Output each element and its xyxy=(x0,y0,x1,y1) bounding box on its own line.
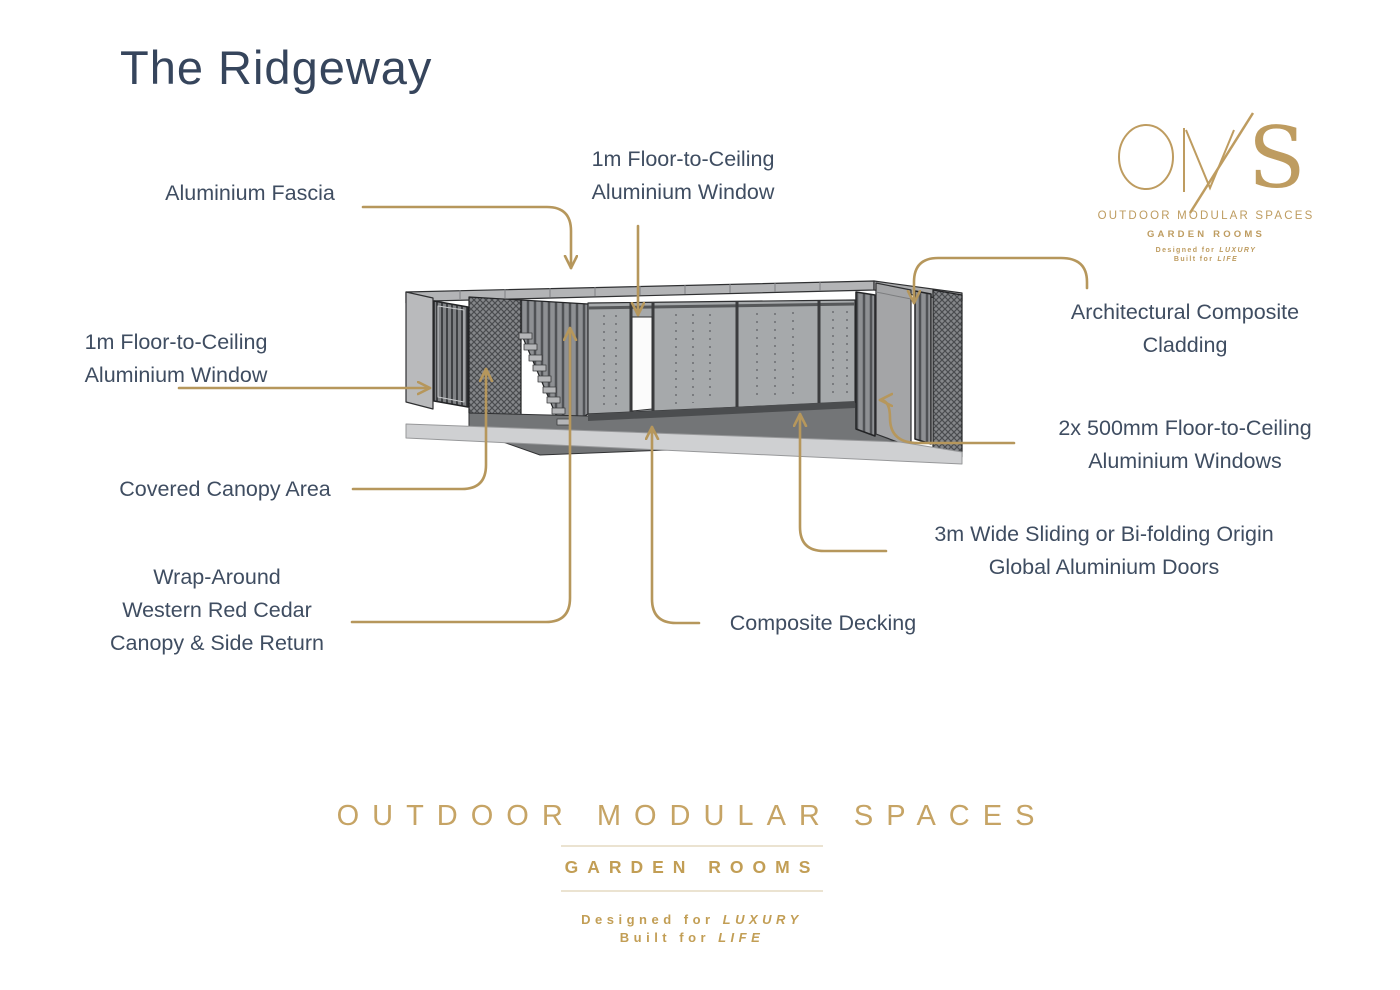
label-line: 3m Wide Sliding or Bi-folding Origin xyxy=(934,522,1274,546)
label-line: Western Red Cedar xyxy=(122,598,312,622)
door-mullions xyxy=(629,301,821,412)
canopy-wall xyxy=(468,296,522,420)
door-sill xyxy=(588,401,855,421)
label-window-top: 1m Floor-to-Ceiling Aluminium Window xyxy=(553,143,813,209)
logo-letter-o xyxy=(1118,124,1174,190)
logo-letter-s: S xyxy=(1248,109,1306,207)
label-aluminium-fascia: Aluminium Fascia xyxy=(120,177,380,210)
label-line: Aluminium Fascia xyxy=(165,181,335,205)
oms-monogram-logo: S xyxy=(1118,109,1306,214)
tagline-prefix: Designed for xyxy=(1155,247,1216,254)
leader-canopy xyxy=(351,367,486,491)
footer-brand-name: OUTDOOR MODULAR SPACES xyxy=(336,800,1048,832)
leader-fascia xyxy=(361,205,571,270)
page-title: The Ridgeway xyxy=(120,41,433,94)
label-window-left: 1m Floor-to-Ceiling Aluminium Window xyxy=(36,326,316,392)
label-origin-doors: 3m Wide Sliding or Bi-folding Origin Glo… xyxy=(874,518,1334,584)
logo-brand-sub: GARDEN ROOMS xyxy=(1146,229,1266,240)
footer-tagline-2: Built for LIFE xyxy=(0,930,1384,945)
glass-reflections xyxy=(603,311,848,405)
label-line: Cladding xyxy=(1142,333,1228,357)
cedar-slat-wall xyxy=(520,299,589,430)
label-line: 2x 500mm Floor-to-Ceiling xyxy=(1058,416,1312,440)
fascia-panel-seams xyxy=(459,282,906,299)
tagline-prefix: Built for xyxy=(619,930,711,945)
leader-windows-2x500 xyxy=(878,400,1016,445)
left-window xyxy=(433,300,469,408)
left-end-wall xyxy=(405,291,434,410)
left-window-frame xyxy=(437,305,465,403)
label-line: Aluminium Window xyxy=(591,180,775,204)
label-composite-cladding: Architectural Composite Cladding xyxy=(1035,296,1335,362)
logo-brand-name: OUTDOOR MODULAR SPACES xyxy=(1097,210,1315,222)
label-covered-canopy: Covered Canopy Area xyxy=(95,473,355,506)
label-line: 1m Floor-to-Ceiling xyxy=(84,330,268,354)
tagline-prefix: Designed for xyxy=(581,912,715,927)
deck-edge xyxy=(405,423,963,465)
label-line: Architectural Composite xyxy=(1070,300,1300,324)
cladding-seam xyxy=(875,291,912,300)
label-line: Composite Decking xyxy=(729,611,917,635)
logo-letter-m xyxy=(1183,112,1255,214)
label-line: Covered Canopy Area xyxy=(119,477,331,501)
tagline-emphasis: LUXURY xyxy=(1219,247,1257,254)
footer-brand: OUTDOOR MODULAR SPACES GARDEN ROOMS Desi… xyxy=(0,800,1384,945)
label-line: Global Aluminium Doors xyxy=(988,555,1220,579)
leader-decking xyxy=(652,425,701,625)
glass-doors xyxy=(587,299,856,421)
tagline-emphasis: LUXURY xyxy=(722,912,803,927)
label-line: Aluminium Window xyxy=(84,363,268,387)
leader-cedar xyxy=(350,326,570,624)
label-composite-decking: Composite Decking xyxy=(693,607,953,640)
right-window-right xyxy=(914,290,932,445)
garden-room-illustration xyxy=(405,280,963,465)
label-2x500-windows: 2x 500mm Floor-to-Ceiling Aluminium Wind… xyxy=(1025,412,1345,478)
label-cedar-canopy: Wrap-Around Western Red Cedar Canopy & S… xyxy=(77,561,357,660)
footer-divider-bottom xyxy=(561,890,823,892)
cladding-pillar xyxy=(875,282,912,448)
footer-brand-sub: GARDEN ROOMS xyxy=(564,857,820,877)
roof-fascia-right xyxy=(873,280,963,302)
footer-tagline-1: Designed for LUXURY xyxy=(0,912,1384,927)
canopy-steps xyxy=(518,332,571,426)
label-line: Wrap-Around xyxy=(153,565,281,589)
open-window-gap xyxy=(631,316,653,412)
right-window-left xyxy=(855,291,876,437)
right-end-wall xyxy=(932,289,963,458)
tagline-emphasis: LIFE xyxy=(718,930,765,945)
roof-fascia xyxy=(405,280,875,304)
tagline-emphasis: LIFE xyxy=(1217,256,1239,263)
interior-floor xyxy=(468,401,901,456)
label-line: Aluminium Windows xyxy=(1088,449,1282,473)
label-line: Canopy & Side Return xyxy=(110,631,324,655)
tagline-prefix: Built for xyxy=(1173,256,1214,263)
footer-divider-top xyxy=(561,845,823,847)
label-line: 1m Floor-to-Ceiling xyxy=(591,147,775,171)
